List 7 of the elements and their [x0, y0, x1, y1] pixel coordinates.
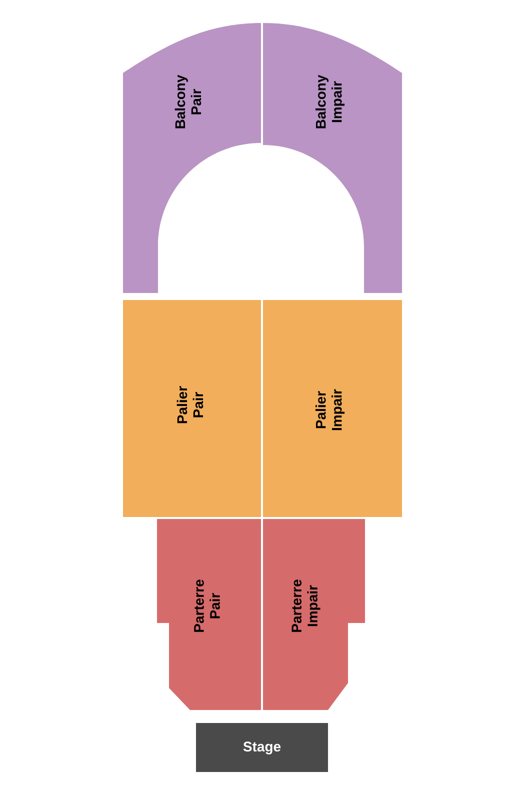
seating-section: Palier Impair — [263, 300, 402, 517]
seating-section: Balcony Pair — [123, 23, 261, 293]
seating-section: Parterre Pair — [157, 519, 261, 710]
seating-section: Parterre Impair — [263, 519, 365, 710]
stage-block: Stage — [196, 723, 328, 772]
seating-section: Palier Pair — [123, 300, 261, 517]
seating-section: Balcony Impair — [263, 23, 402, 293]
